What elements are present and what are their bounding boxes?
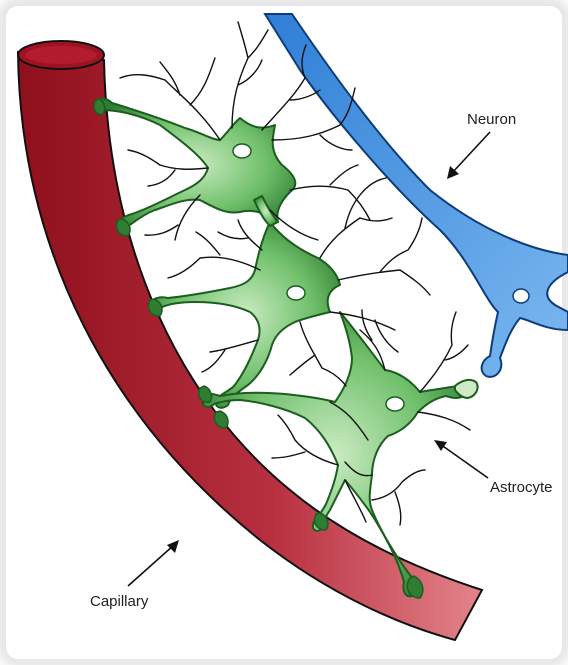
astrocyte-nucleus: [386, 397, 404, 411]
neuron-label: Neuron: [467, 111, 516, 128]
astrocyte-label: Astrocyte: [490, 479, 553, 496]
astrocyte-nucleus: [287, 286, 305, 300]
astrocyte-nucleus: [233, 144, 251, 158]
neuron-nucleus: [513, 289, 529, 303]
capillary-label: Capillary: [90, 593, 149, 610]
